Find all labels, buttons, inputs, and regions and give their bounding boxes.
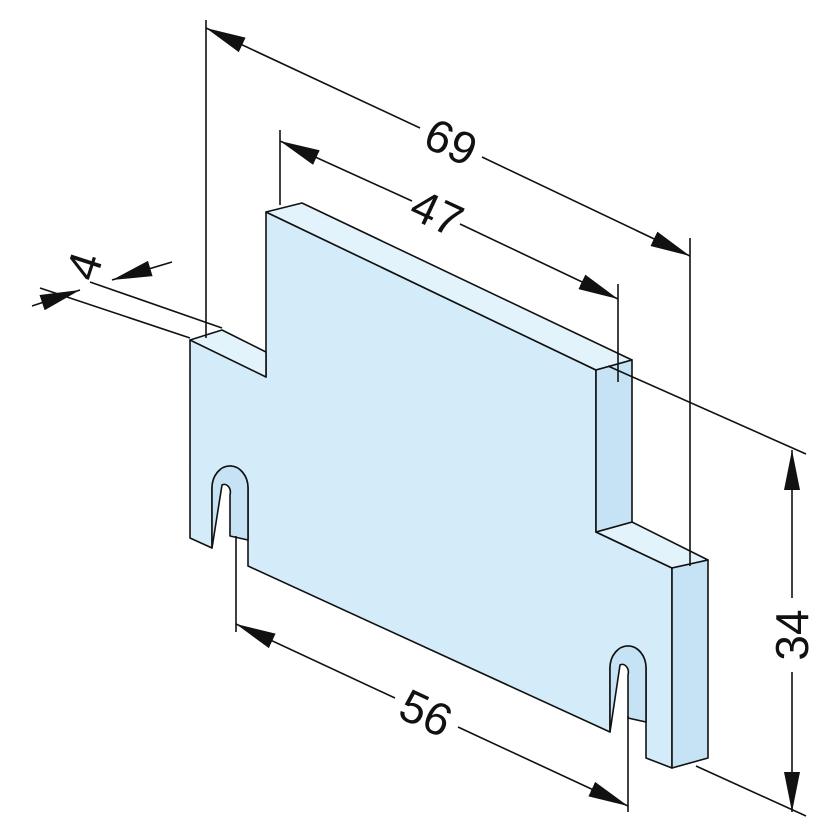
dimension-line [31,289,81,311]
extension-line [695,765,807,817]
dimension-line [111,260,173,281]
left-slot-interior [211,465,249,549]
dimension-line [459,223,619,300]
dimension-line [457,726,629,807]
dimension-thickness: 4 [31,246,223,339]
dimension-label-47: 47 [403,179,471,248]
dimension-line [279,140,413,202]
plate [189,202,709,769]
dimension-label-56: 56 [392,679,460,748]
dimension-height: 34 [607,365,818,817]
dimension-label-4: 4 [55,246,112,286]
extension-line [607,365,807,455]
dimension-line [235,623,396,699]
plate-left-shoulder-top [189,329,267,378]
extension-line [89,281,223,329]
dimension-label-34: 34 [766,609,818,660]
plate-tab-side-face [595,359,633,533]
right-slot-interior [609,645,647,733]
dimension-line [481,156,691,257]
dimension-line [205,27,421,129]
dimension-label-69: 69 [417,108,485,177]
plate-end-side-face [671,559,709,769]
